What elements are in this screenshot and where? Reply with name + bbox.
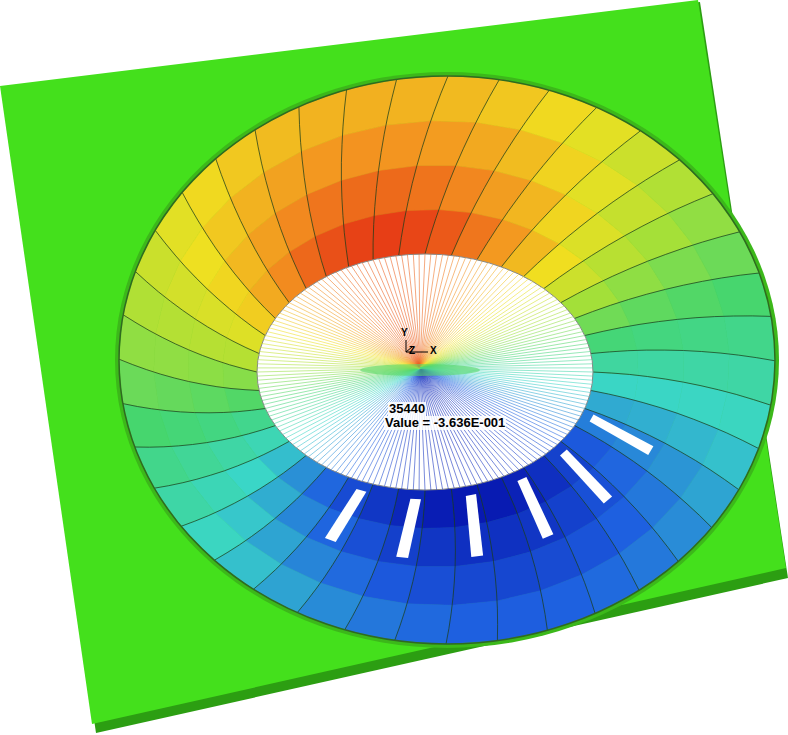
blade-contour xyxy=(637,350,683,382)
hub-spoke xyxy=(308,287,420,368)
blade-edge xyxy=(501,131,640,267)
blade-edge xyxy=(591,350,775,361)
blade-contour xyxy=(631,319,684,350)
blade-edge xyxy=(345,489,399,630)
blade-edge xyxy=(373,79,397,259)
blade-edge xyxy=(591,391,759,449)
blade-contour xyxy=(416,527,455,566)
blade-contour xyxy=(452,562,497,606)
outer-rim xyxy=(115,72,779,648)
blade-edge xyxy=(299,107,326,277)
hub-spoke xyxy=(317,282,420,368)
fan-rotor xyxy=(115,72,779,648)
hub-spoke xyxy=(419,254,421,368)
blade-edge xyxy=(182,192,275,318)
blade-edge xyxy=(154,441,289,488)
blade-contour xyxy=(683,351,729,393)
blade-edge xyxy=(524,160,680,277)
blade-edge xyxy=(155,230,265,335)
hub-spoke xyxy=(341,270,420,368)
blade-contour xyxy=(422,489,455,529)
hub-spoke xyxy=(420,284,537,368)
hub-spoke xyxy=(407,255,420,368)
blade-edge xyxy=(255,130,306,289)
blade-edge xyxy=(425,80,499,254)
blade-edge xyxy=(575,273,760,318)
hub-band xyxy=(360,364,480,376)
blade-edge xyxy=(253,477,348,589)
blade-edge xyxy=(216,159,289,303)
blade-gap xyxy=(466,494,483,557)
blade-edge xyxy=(119,359,259,390)
hub-spoke xyxy=(300,293,420,368)
hub-disc xyxy=(257,254,593,490)
blade-edge xyxy=(561,441,678,561)
blade-edge xyxy=(585,316,771,336)
blade-edge xyxy=(451,90,549,255)
blade-edge xyxy=(477,107,597,259)
node-id: 35440 xyxy=(388,402,426,416)
hub-spoke xyxy=(402,255,420,368)
axis-label: X xyxy=(430,346,437,357)
blade-edge xyxy=(575,426,712,528)
value-readout: Value = -3.636E-001 xyxy=(384,416,506,430)
blade-edge xyxy=(544,194,713,289)
hub-spoke xyxy=(420,303,561,368)
blade-edge xyxy=(477,484,498,640)
hub-spoke xyxy=(326,277,420,369)
hub-spoke xyxy=(264,340,421,369)
blade-contour xyxy=(344,216,375,267)
blade-edge xyxy=(297,484,373,613)
blade-edge xyxy=(341,90,348,267)
blade-edge xyxy=(446,489,455,645)
hub-spoke xyxy=(420,313,571,368)
hub-spoke xyxy=(351,266,420,368)
hub-spoke xyxy=(420,368,542,457)
blade-edge xyxy=(561,232,740,303)
hub-spoke xyxy=(420,368,550,451)
blade-gap xyxy=(396,499,421,558)
hub-spoke xyxy=(390,257,420,368)
hub-spoke xyxy=(420,332,583,368)
blade-contour xyxy=(446,601,497,644)
axis-label: Y xyxy=(401,328,408,339)
blade-contour xyxy=(727,354,775,405)
hub-spoke xyxy=(368,261,421,368)
blade-contour xyxy=(299,90,347,152)
blade-edge xyxy=(135,272,259,354)
blade-edge xyxy=(181,455,306,526)
hub-spoke xyxy=(420,277,524,369)
blade-edge xyxy=(593,372,771,405)
blade-contour xyxy=(541,575,596,631)
hub-spoke xyxy=(322,279,420,368)
blade-edge xyxy=(135,426,275,448)
hub-spoke xyxy=(373,260,420,368)
blade-edge xyxy=(585,409,739,490)
hub-spoke xyxy=(420,320,576,368)
hub-spoke xyxy=(296,296,420,368)
blade-contour xyxy=(591,350,638,375)
blade-contour xyxy=(693,232,759,280)
rim-outline xyxy=(119,76,775,644)
blade-edge xyxy=(123,404,265,413)
blade-edge xyxy=(395,490,425,640)
blade-contour xyxy=(677,316,729,354)
hub-spoke xyxy=(420,336,585,369)
hub-spoke xyxy=(280,313,421,368)
blade-edge xyxy=(501,477,547,630)
blade-edge xyxy=(214,468,326,561)
blade-edge xyxy=(524,468,595,614)
axis-label: Z xyxy=(409,346,415,357)
blade-edge xyxy=(399,76,448,256)
hub-spoke xyxy=(420,368,554,448)
